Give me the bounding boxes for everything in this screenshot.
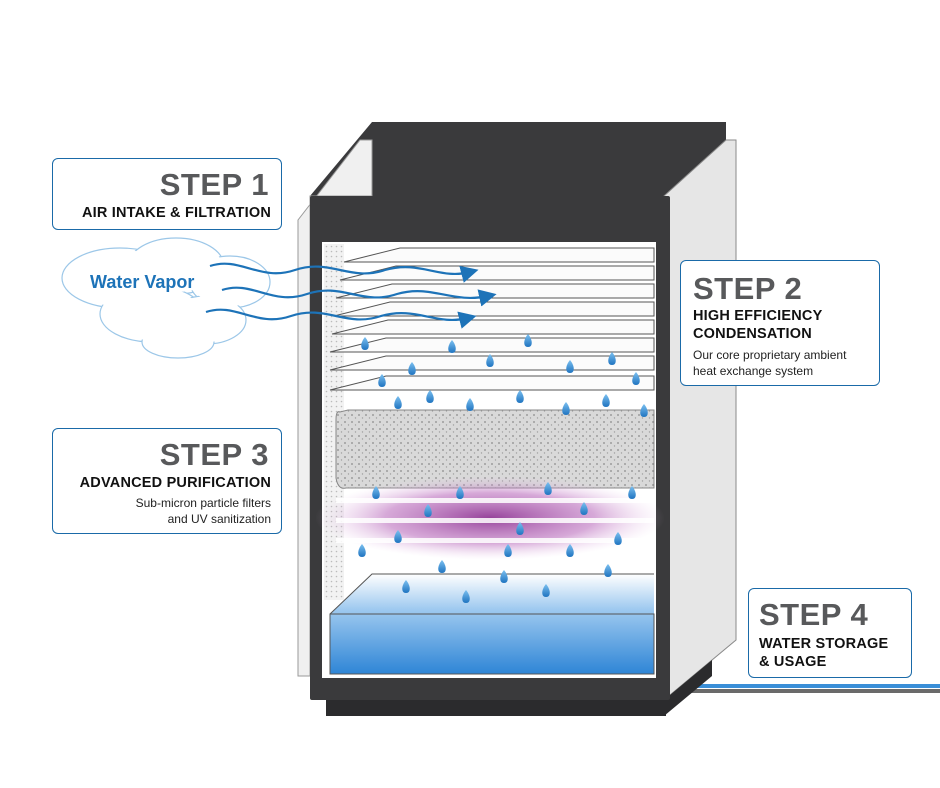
step-3-description: Sub-micron particle filters and UV sanit… [136, 495, 271, 527]
water-droplet [566, 544, 574, 557]
water-droplet [602, 394, 610, 407]
particle-filter [335, 409, 655, 489]
water-droplet [516, 390, 524, 403]
water-droplet [544, 482, 552, 495]
water-droplet [504, 544, 512, 557]
step-2-subtitle-line: HIGH EFFICIENCY [693, 308, 823, 324]
water-droplet [524, 334, 532, 347]
step-4-subtitle-line: & USAGE [759, 654, 827, 671]
step-3-title: STEP 3 [159, 437, 269, 472]
airflow-arrows [205, 262, 497, 329]
step-2-description-line: heat exchange system [693, 364, 814, 379]
step-3-box: STEP 3 ADVANCED PURIFICATION Sub-micron … [52, 428, 282, 534]
water-droplet [632, 372, 640, 385]
step-2-subtitle-line: CONDENSATION [693, 326, 812, 343]
step-2-title: STEP 2 [693, 271, 803, 306]
step-3-description-line: Sub-micron particle filters [135, 496, 271, 510]
water-droplet [438, 560, 446, 573]
step-4-box: STEP 4 WATER STORAGE & USAGE [748, 588, 912, 678]
water-droplet [394, 530, 402, 543]
step-3-subtitle: ADVANCED PURIFICATION [79, 475, 271, 491]
step-4-title: STEP 4 [759, 597, 869, 632]
step-2-box: STEP 2 HIGH EFFICIENCY CONDENSATION Our … [680, 260, 880, 386]
step-1-subtitle: AIR INTAKE & FILTRATION [81, 205, 271, 221]
water-droplets [358, 334, 648, 603]
water-droplet [408, 362, 416, 375]
step-3-description-line: and UV sanitization [167, 512, 271, 527]
condensation-fins [329, 247, 655, 391]
water-droplet [358, 544, 366, 557]
water-droplet [614, 532, 622, 545]
water-droplet [462, 590, 470, 603]
water-droplet [640, 404, 648, 417]
water-droplet [456, 486, 464, 499]
water-droplet [604, 564, 612, 577]
water-droplet [542, 584, 550, 597]
airflow-arrow [221, 286, 497, 307]
water-droplet [448, 340, 456, 353]
water-droplet [628, 486, 636, 499]
water-droplet [486, 354, 494, 367]
water-droplet [426, 390, 434, 403]
water-droplet [466, 398, 474, 411]
step-4-subtitle: WATER STORAGE & USAGE [759, 635, 888, 671]
step-1-box: STEP 1 AIR INTAKE & FILTRATION [52, 158, 282, 230]
water-storage-tank [329, 573, 655, 675]
water-droplet [361, 337, 369, 350]
step-1-title: STEP 1 [159, 167, 269, 202]
water-droplet [562, 402, 570, 415]
water-droplet [608, 352, 616, 365]
step-2-subtitle: HIGH EFFICIENCY CONDENSATION [693, 307, 822, 343]
water-droplet [378, 374, 386, 387]
uv-sanitization-lamps [315, 476, 665, 560]
water-droplet [372, 486, 380, 499]
water-vapor-label: Water Vapor [90, 272, 195, 292]
water-droplet [424, 504, 432, 517]
water-vapor-cloud-fill [64, 240, 268, 354]
water-droplet [394, 396, 402, 409]
step-2-description: Our core proprietary ambient heat exchan… [693, 347, 846, 379]
step-4-subtitle-line: WATER STORAGE [759, 636, 889, 652]
water-droplet [580, 502, 588, 515]
water-droplet [516, 522, 524, 535]
water-droplet [500, 570, 508, 583]
water-droplet [566, 360, 574, 373]
step-2-description-line: Our core proprietary ambient [693, 348, 847, 362]
airflow-arrow [209, 262, 479, 283]
outlet-pipe [665, 684, 940, 693]
water-droplet [402, 580, 410, 593]
airflow-arrow [205, 308, 477, 329]
